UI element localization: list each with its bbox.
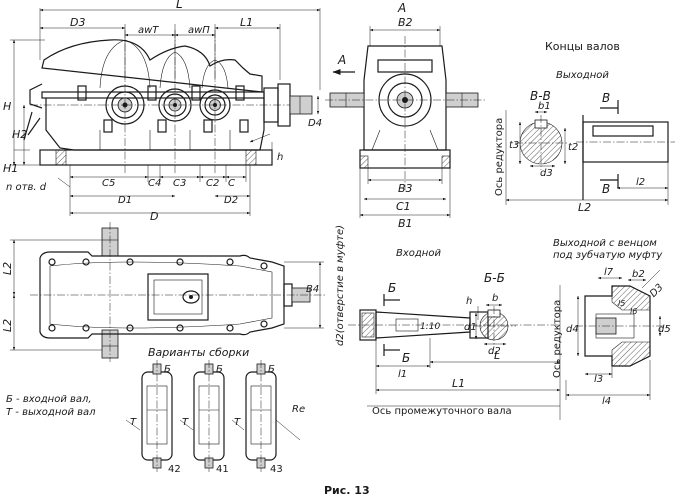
dim-C4: C4 (148, 178, 161, 189)
dim-h: h (277, 152, 283, 163)
dim-D1: D1 (118, 195, 132, 206)
front-view: L D3 awТ awП L1 H H2 H1 D4 h n отв. d C5… (3, 0, 355, 223)
variant-42-T: Т (130, 417, 137, 428)
dim-L1-input: L1 (452, 377, 465, 390)
section-vv-label: В-В (530, 89, 551, 103)
dim-l1: l1 (398, 369, 407, 380)
section-arrow-B-bottom: Б (402, 351, 410, 365)
dim-D: D (150, 210, 158, 223)
variant-43-T: Т (234, 417, 241, 428)
variants-legend-1: Б - входной вал, (6, 394, 92, 405)
dim-b1: b1 (538, 101, 551, 112)
dim-C2: C2 (206, 178, 219, 189)
dim-L-input: L (494, 349, 500, 362)
section-bb-label: Б-Б (484, 271, 505, 285)
dim-b: b (492, 293, 498, 304)
section-arrow-B-top: Б (388, 281, 396, 295)
variant-43: Б Т Re 43 (231, 360, 305, 475)
variant-41: Б Т 41 (179, 360, 229, 475)
dim-L2-top-upper: L2 (1, 262, 14, 275)
dim-B3: B3 (398, 182, 413, 195)
label-holes: n отв. d (6, 182, 47, 193)
dim-D4: D4 (308, 118, 322, 129)
variants-legend-2: Т - выходной вал (6, 407, 96, 418)
axis-label-crown: Ось редуктора (552, 300, 563, 378)
section-arrow-V-top: В (602, 91, 610, 105)
dim-l5: l5 (618, 299, 625, 308)
dim-D3: D3 (70, 16, 85, 29)
variant-43-Re: Re (292, 404, 305, 415)
dim-C3: C3 (173, 178, 186, 189)
dim-H: H (3, 100, 11, 113)
dim-awT: awТ (138, 25, 159, 36)
variant-43-number: 43 (270, 464, 283, 475)
dim-H1: H1 (3, 162, 18, 175)
dim-C: C (228, 178, 235, 189)
input-title: Входной (396, 248, 441, 259)
dim-h-input: h (466, 296, 472, 307)
dim-D2: D2 (224, 195, 238, 206)
variant-41-T: Т (182, 417, 189, 428)
variants-title: Варианты сборки (148, 346, 249, 359)
taper-label: 1:10 (420, 322, 440, 332)
input-shaft: Входной Б-Б d2(отверстие в муфте) 1:10 Б… (335, 225, 561, 420)
d2-hole-label: d2(отверстие в муфте) (335, 225, 346, 346)
dim-d2: d2 (488, 346, 501, 357)
dim-d3: d3 (540, 168, 553, 179)
shaft-output-title: Выходной (556, 70, 609, 81)
dim-awP: awП (188, 25, 210, 36)
dim-C1: C1 (396, 200, 411, 213)
dim-t2: t2 (568, 142, 578, 153)
variant-42-number: 42 (168, 464, 181, 475)
dim-B1: B1 (398, 217, 413, 230)
dim-t3: t3 (509, 140, 519, 151)
dim-d5: d5 (658, 324, 671, 335)
dim-H2: H2 (12, 128, 27, 141)
dim-L2-shaft: L2 (578, 201, 591, 214)
variant-42: Б Т 42 (125, 360, 181, 475)
dim-L1: L1 (240, 16, 253, 29)
view-arrow-A: A (337, 53, 346, 67)
axis-label-intermediate: Ось промежуточного вала (372, 406, 512, 417)
dim-l4: l4 (602, 396, 611, 407)
dim-l6: l6 (630, 307, 637, 316)
dim-l2: l2 (636, 177, 645, 188)
variant-42-B: Б (164, 364, 171, 375)
dim-d1: d1 (464, 322, 477, 333)
variant-41-B: Б (216, 364, 223, 375)
output-crown-shaft: Выходной с венцом под зубчатую муфту Ось… (552, 238, 671, 407)
assembly-variants: Варианты сборки Б - входной вал, Т - вых… (6, 346, 305, 475)
dim-d4: d4 (566, 324, 579, 335)
dim-b2: b2 (632, 269, 645, 280)
variant-43-B: Б (268, 364, 275, 375)
axis-label-output: Ось редуктора (494, 118, 505, 196)
dim-B2: B2 (398, 16, 413, 29)
variant-41-number: 41 (216, 464, 229, 475)
crown-title-1: Выходной с венцом (553, 238, 657, 249)
view-label-A: A (397, 1, 406, 15)
top-view: L2 L2 B4 (1, 222, 325, 362)
dim-C5: C5 (102, 178, 115, 189)
dim-l3: l3 (594, 374, 603, 385)
dim-B4: B4 (306, 284, 319, 295)
side-view: A B2 B3 C1 B1 (325, 1, 485, 230)
dim-l7: l7 (604, 267, 614, 278)
shaft-ends-output: Концы валов Выходной В-В b1 t3 t2 d3 В В… (494, 40, 675, 214)
dim-L2-top-lower: L2 (1, 319, 14, 332)
crown-title-2: под зубчатую муфту (553, 249, 663, 261)
shaft-ends-title: Концы валов (545, 40, 620, 53)
section-arrow-V-bottom: В (602, 182, 610, 196)
dim-L: L (176, 0, 183, 11)
figure-caption: Рис. 13 (324, 484, 370, 497)
